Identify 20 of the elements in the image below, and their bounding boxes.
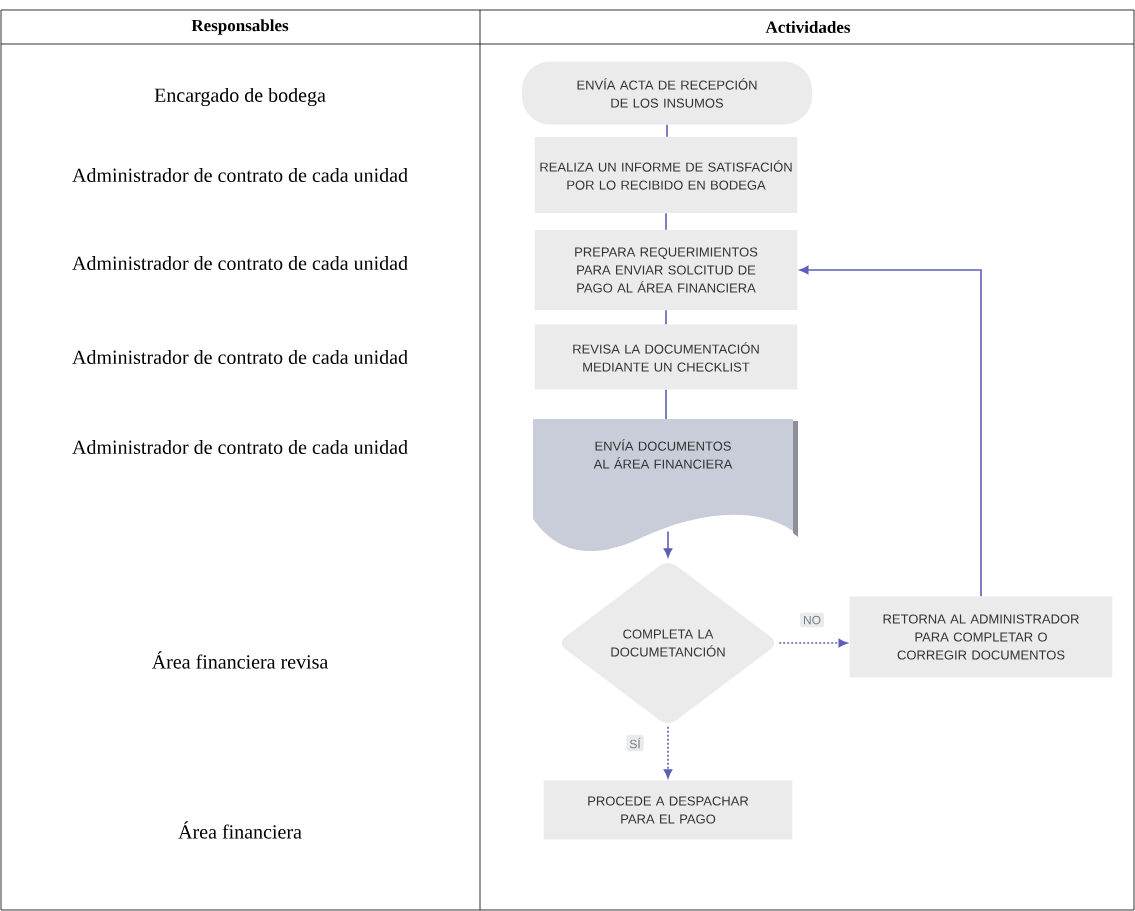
- edge-label: NO: [800, 612, 824, 628]
- column-header: Actividades: [765, 21, 851, 33]
- arrow: [778, 638, 848, 648]
- column-header: Responsables: [191, 19, 289, 35]
- process-box: REVISA LA DOCUMENTACIÓN MEDIANTE UN CHECKLIST: [534, 324, 798, 390]
- role-label: Administrador de contrato de cada unidad: [72, 167, 408, 183]
- arrow: [663, 530, 673, 558]
- arrow: [799, 265, 982, 598]
- role-label: Administrador de contrato de cada unidad: [72, 439, 408, 455]
- role-label: Administrador de contrato de cada unidad: [72, 255, 408, 271]
- arrow: [663, 726, 673, 779]
- role-label: Área financiera: [178, 821, 302, 839]
- process-box: RETORNA AL ADMINISTRADOR PARA COMPLETAR O CORREGIR DOCUMENTOS: [849, 596, 1113, 678]
- role-label: Administrador de contrato de cada unidad: [72, 349, 408, 365]
- process-box: REALIZA UN INFORME DE SATISFACIÓN POR LO RECIBIDO EN BODEGA: [534, 137, 798, 213]
- process-box: PROCEDE A DESPACHAR PARA EL PAGO: [543, 780, 793, 840]
- role-label: Encargado de bodega: [154, 87, 326, 107]
- role-label: Área financiera revisa: [151, 651, 329, 669]
- process-box: PREPARA REQUERIMIENTOS PARA ENVIAR SOLCITUD DE PAGO AL ÁREA FINANCIERA: [534, 230, 798, 310]
- edge-label: SÍ: [626, 734, 644, 752]
